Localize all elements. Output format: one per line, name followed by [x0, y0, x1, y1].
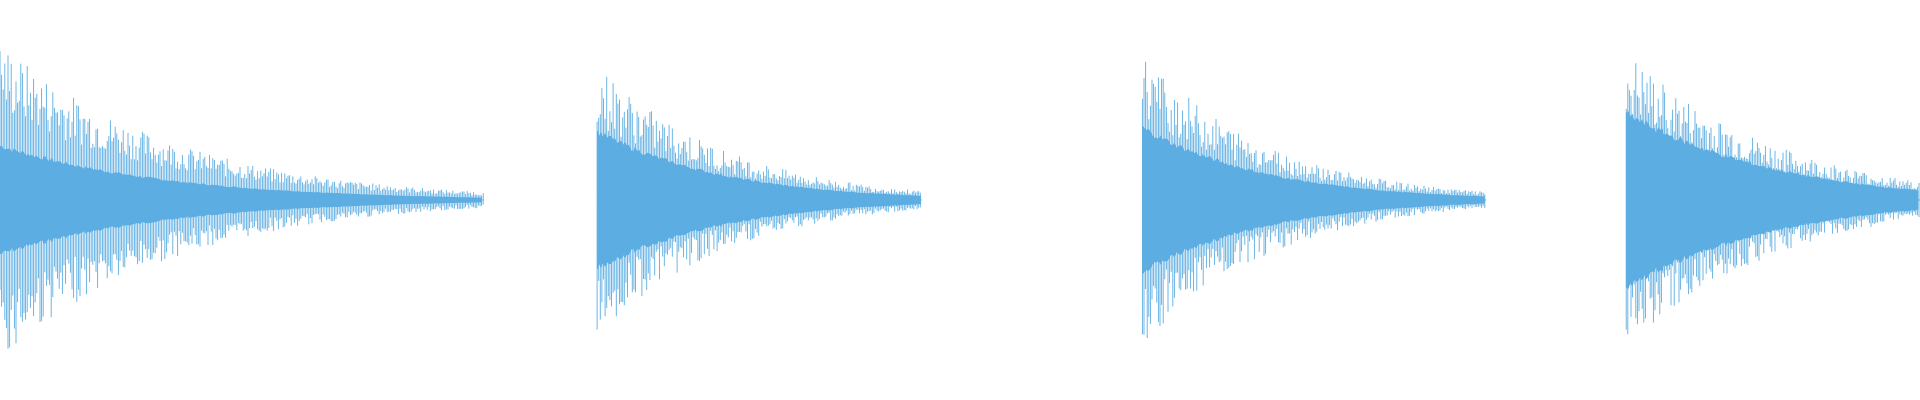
waveform-peaks: [596, 76, 922, 330]
waveform-clip-3[interactable]: [1141, 61, 1487, 338]
waveform-clips: [0, 51, 1920, 349]
waveform-clip-4[interactable]: [1625, 63, 1920, 335]
waveform-peaks: [1141, 61, 1487, 338]
waveform-clip-2[interactable]: [596, 76, 922, 330]
waveform-peaks: [0, 51, 484, 349]
waveform-clip-1[interactable]: [0, 51, 484, 349]
waveform-peaks: [1625, 63, 1920, 335]
